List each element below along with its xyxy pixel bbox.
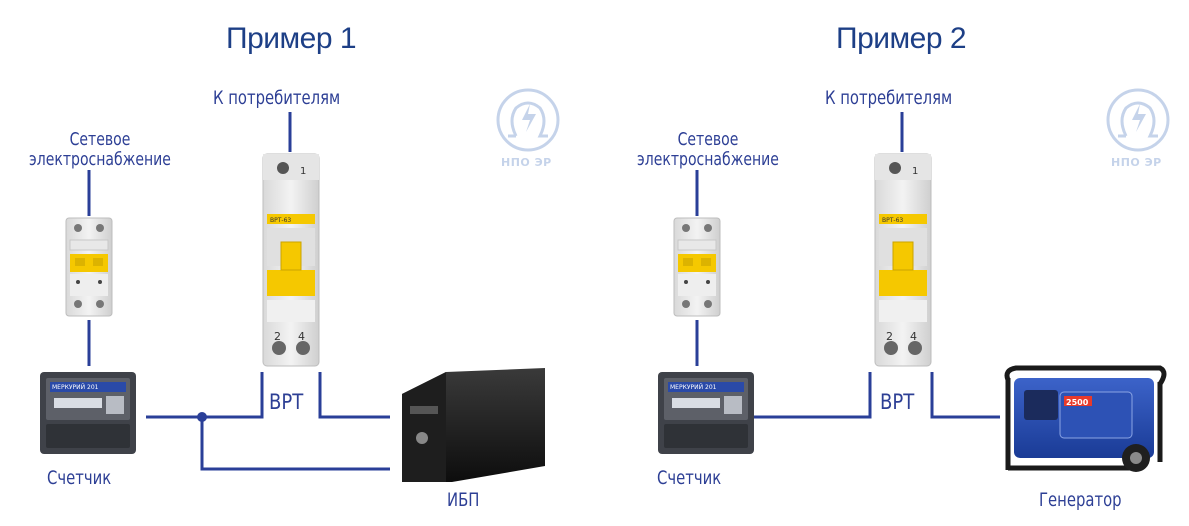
example-1-grid-label-line2: электроснабжение — [29, 149, 171, 170]
ups-icon — [402, 368, 545, 482]
example-2-grid-label-line1: Сетевое — [677, 129, 739, 150]
example-1-consumers-label: К потребителям — [213, 87, 341, 109]
example-2-switch-bottom-number-1: 2 — [886, 330, 893, 343]
example-2-switch-top-number: 1 — [912, 166, 918, 177]
example-2-meter-label: Счетчик — [657, 467, 722, 489]
example-1-meter-label: Счетчик — [47, 467, 112, 489]
example-1-title: Пример 1 — [226, 22, 357, 55]
example-2-switch-bottom-number-2: 4 — [910, 330, 917, 343]
meter-1-brand: МЕРКУРИЙ 201 — [52, 384, 99, 391]
generator-icon — [1004, 365, 1167, 472]
example-1-switch-model: ВРТ-63 — [270, 217, 291, 224]
example-1-wiring — [87, 112, 390, 471]
example-2-grid-label-line2: электроснабжение — [637, 149, 779, 170]
example-1-junction-dot — [197, 412, 207, 422]
example-1-switch-bottom-number-1: 2 — [274, 330, 281, 343]
example-2-switch-model: ВРТ-63 — [882, 217, 903, 224]
meter-2-brand: МЕРКУРИЙ 201 — [670, 384, 717, 391]
example-1-grid-label-line1: Сетевое — [69, 129, 131, 150]
example-1-source-label: ИБП — [447, 489, 480, 511]
example-2-logo-text: НПО ЭР — [1111, 156, 1162, 169]
example-2-source-label: Генератор — [1039, 489, 1122, 511]
example-2-switch-label: ВРТ — [880, 390, 915, 414]
generator-badge: 2500 — [1066, 398, 1089, 407]
example-2-wiring — [695, 112, 1000, 419]
example-2-title: Пример 2 — [836, 22, 967, 55]
example-1-switch-bottom-number-2: 4 — [298, 330, 305, 343]
example-1-switch-top-number: 1 — [300, 166, 306, 177]
example-2-consumers-label: К потребителям — [825, 87, 953, 109]
example-1-switch-label: ВРТ — [269, 390, 304, 414]
example-1-logo-text: НПО ЭР — [501, 156, 552, 169]
